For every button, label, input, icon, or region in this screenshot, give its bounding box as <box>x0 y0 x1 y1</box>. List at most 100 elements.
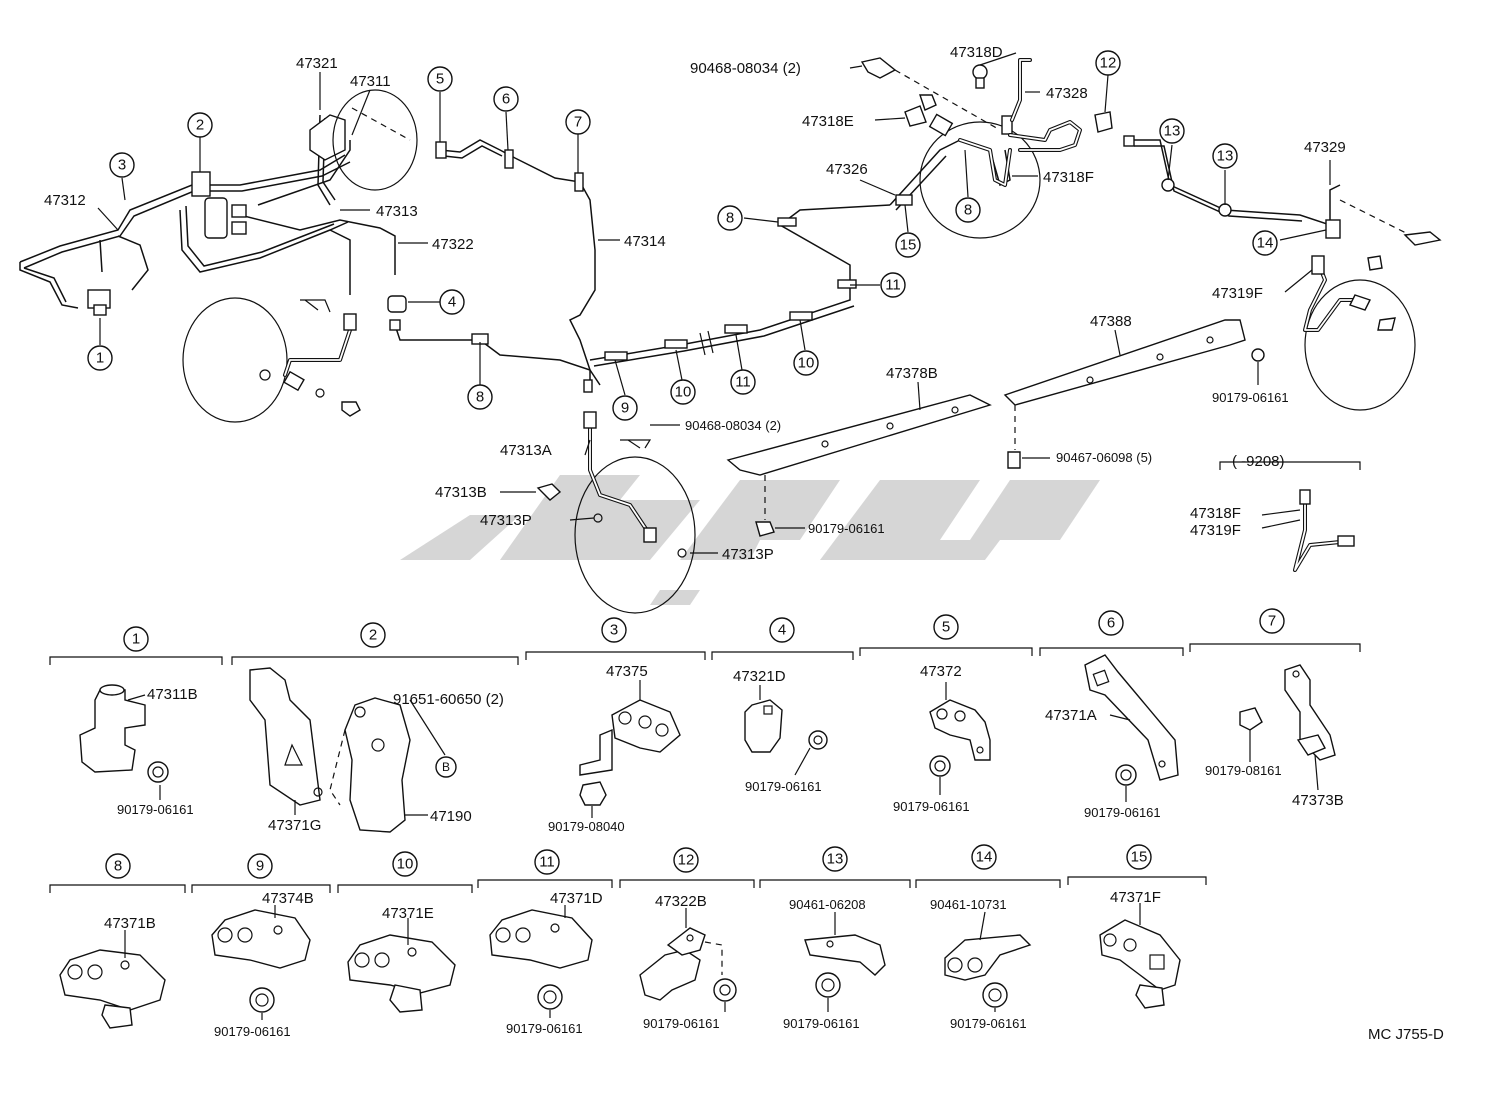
label-47190: 47190 <box>430 808 472 825</box>
callout-11b: 11 <box>880 272 906 298</box>
clamp <box>1325 219 1341 239</box>
label-47321: 47321 <box>296 55 338 72</box>
bracket-47371G <box>249 667 321 806</box>
nut <box>982 982 1008 1008</box>
callout-2: 2 <box>187 112 213 138</box>
clamp-47374B <box>211 909 311 969</box>
label-91651-60650: 91651-60650 (2) <box>393 691 504 708</box>
clamp <box>574 172 584 192</box>
callout-7-detail: 7 <box>1259 608 1285 634</box>
label-90179-a: 90179-06161 <box>1212 390 1289 405</box>
nut <box>929 755 951 777</box>
svg-text:10: 10 <box>397 856 414 873</box>
callout-12-detail: 12 <box>673 847 699 873</box>
svg-text:11: 11 <box>885 277 901 294</box>
callout-4: 4 <box>439 289 465 315</box>
b-marker <box>435 756 457 778</box>
watermark-logo <box>400 475 1100 605</box>
label-47328: 47328 <box>1046 85 1088 102</box>
svg-text:B: B <box>442 760 450 774</box>
nut <box>1007 451 1021 469</box>
clip <box>1296 734 1326 756</box>
nut <box>713 978 737 1002</box>
hose-fitting <box>1299 489 1311 505</box>
label-90179-06161-d13: 90179-06161 <box>783 1016 860 1031</box>
label-90468-a: 90468-08034 (2) <box>690 60 801 77</box>
label-47319F-2: 47319F <box>1190 522 1241 539</box>
labels-top: 47321 47311 47312 47313 47322 47314 9046… <box>44 44 1346 563</box>
callout-8c: 8 <box>955 197 981 223</box>
label-47329: 47329 <box>1304 139 1346 156</box>
label-90461-10731: 90461-10731 <box>930 897 1007 912</box>
bracket-47322B <box>639 949 701 1001</box>
label-47313P-2: 47313P <box>722 546 774 563</box>
diagram-id: MC J755-D <box>1368 1026 1444 1043</box>
label-47313P-1: 47313P <box>480 512 532 529</box>
label-90179-06161-d12: 90179-06161 <box>643 1016 720 1031</box>
label-90179-06161-d9: 90179-06161 <box>214 1024 291 1039</box>
svg-text:2: 2 <box>196 117 204 134</box>
bracket <box>1403 231 1442 246</box>
svg-text:14: 14 <box>976 849 993 866</box>
clamp <box>837 279 857 289</box>
bracket-tab <box>666 927 706 956</box>
callout-6: 6 <box>493 86 519 112</box>
label-47373B: 47373B <box>1292 792 1344 809</box>
tee-47311B <box>79 689 146 773</box>
bolt-shank <box>975 77 985 89</box>
nut <box>249 987 275 1013</box>
svg-text:13: 13 <box>827 851 844 868</box>
callout-9-detail: 9 <box>247 853 273 879</box>
hose-fitting <box>1311 255 1325 275</box>
block-47321D <box>744 699 783 753</box>
label-47322B: 47322B <box>655 893 707 910</box>
svg-text:6: 6 <box>1107 615 1115 632</box>
svg-text:9: 9 <box>256 858 264 875</box>
svg-text:7: 7 <box>1268 613 1276 630</box>
label-47371A: 47371A <box>1045 707 1097 724</box>
bracket-47373B <box>1284 664 1336 761</box>
svg-text:8: 8 <box>114 858 122 875</box>
svg-text:8: 8 <box>726 210 734 227</box>
clamp <box>724 324 748 334</box>
hose-fitting <box>583 411 597 429</box>
svg-text:8: 8 <box>476 389 484 406</box>
bracket-47371A <box>1084 654 1179 781</box>
tube-end <box>389 319 401 331</box>
callout-3: 3 <box>109 152 135 178</box>
brake-booster <box>332 89 418 191</box>
nut <box>815 972 841 998</box>
label-90179-06161-d11: 90179-06161 <box>506 1021 583 1036</box>
rear-drum-left <box>919 121 1041 239</box>
nut <box>808 730 828 750</box>
svg-text:6: 6 <box>502 91 510 108</box>
hose-fitting <box>343 313 357 331</box>
svg-text:11: 11 <box>539 854 555 871</box>
label-47372: 47372 <box>920 663 962 680</box>
svg-text:9: 9 <box>621 400 629 417</box>
hose-fitting <box>1349 294 1371 311</box>
tee-port <box>99 684 125 696</box>
callout-1-detail: 1 <box>123 626 149 652</box>
label-47318E: 47318E <box>802 113 854 130</box>
bolt <box>536 483 562 501</box>
label-47319F: 47319F <box>1212 285 1263 302</box>
label-90179-06161-d14: 90179-06161 <box>950 1016 1027 1031</box>
clamp <box>504 149 514 169</box>
clamp-47371B <box>59 949 166 1011</box>
label-47378B: 47378B <box>886 365 938 382</box>
svg-text:12: 12 <box>678 852 695 869</box>
clamp-47375 <box>611 699 681 753</box>
callout-11-detail: 11 <box>534 849 560 875</box>
rear-brake-lines <box>726 57 1442 537</box>
svg-text:3: 3 <box>610 622 618 639</box>
label-47318F: 47318F <box>1043 169 1094 186</box>
svg-text:10: 10 <box>675 384 692 401</box>
nut <box>755 521 775 537</box>
fitting <box>1161 178 1175 192</box>
label-47312: 47312 <box>44 192 86 209</box>
svg-text:8: 8 <box>964 202 972 219</box>
callout-10-detail: 10 <box>392 851 418 877</box>
hose-fitting <box>928 113 954 137</box>
callout-5: 5 <box>427 66 453 92</box>
